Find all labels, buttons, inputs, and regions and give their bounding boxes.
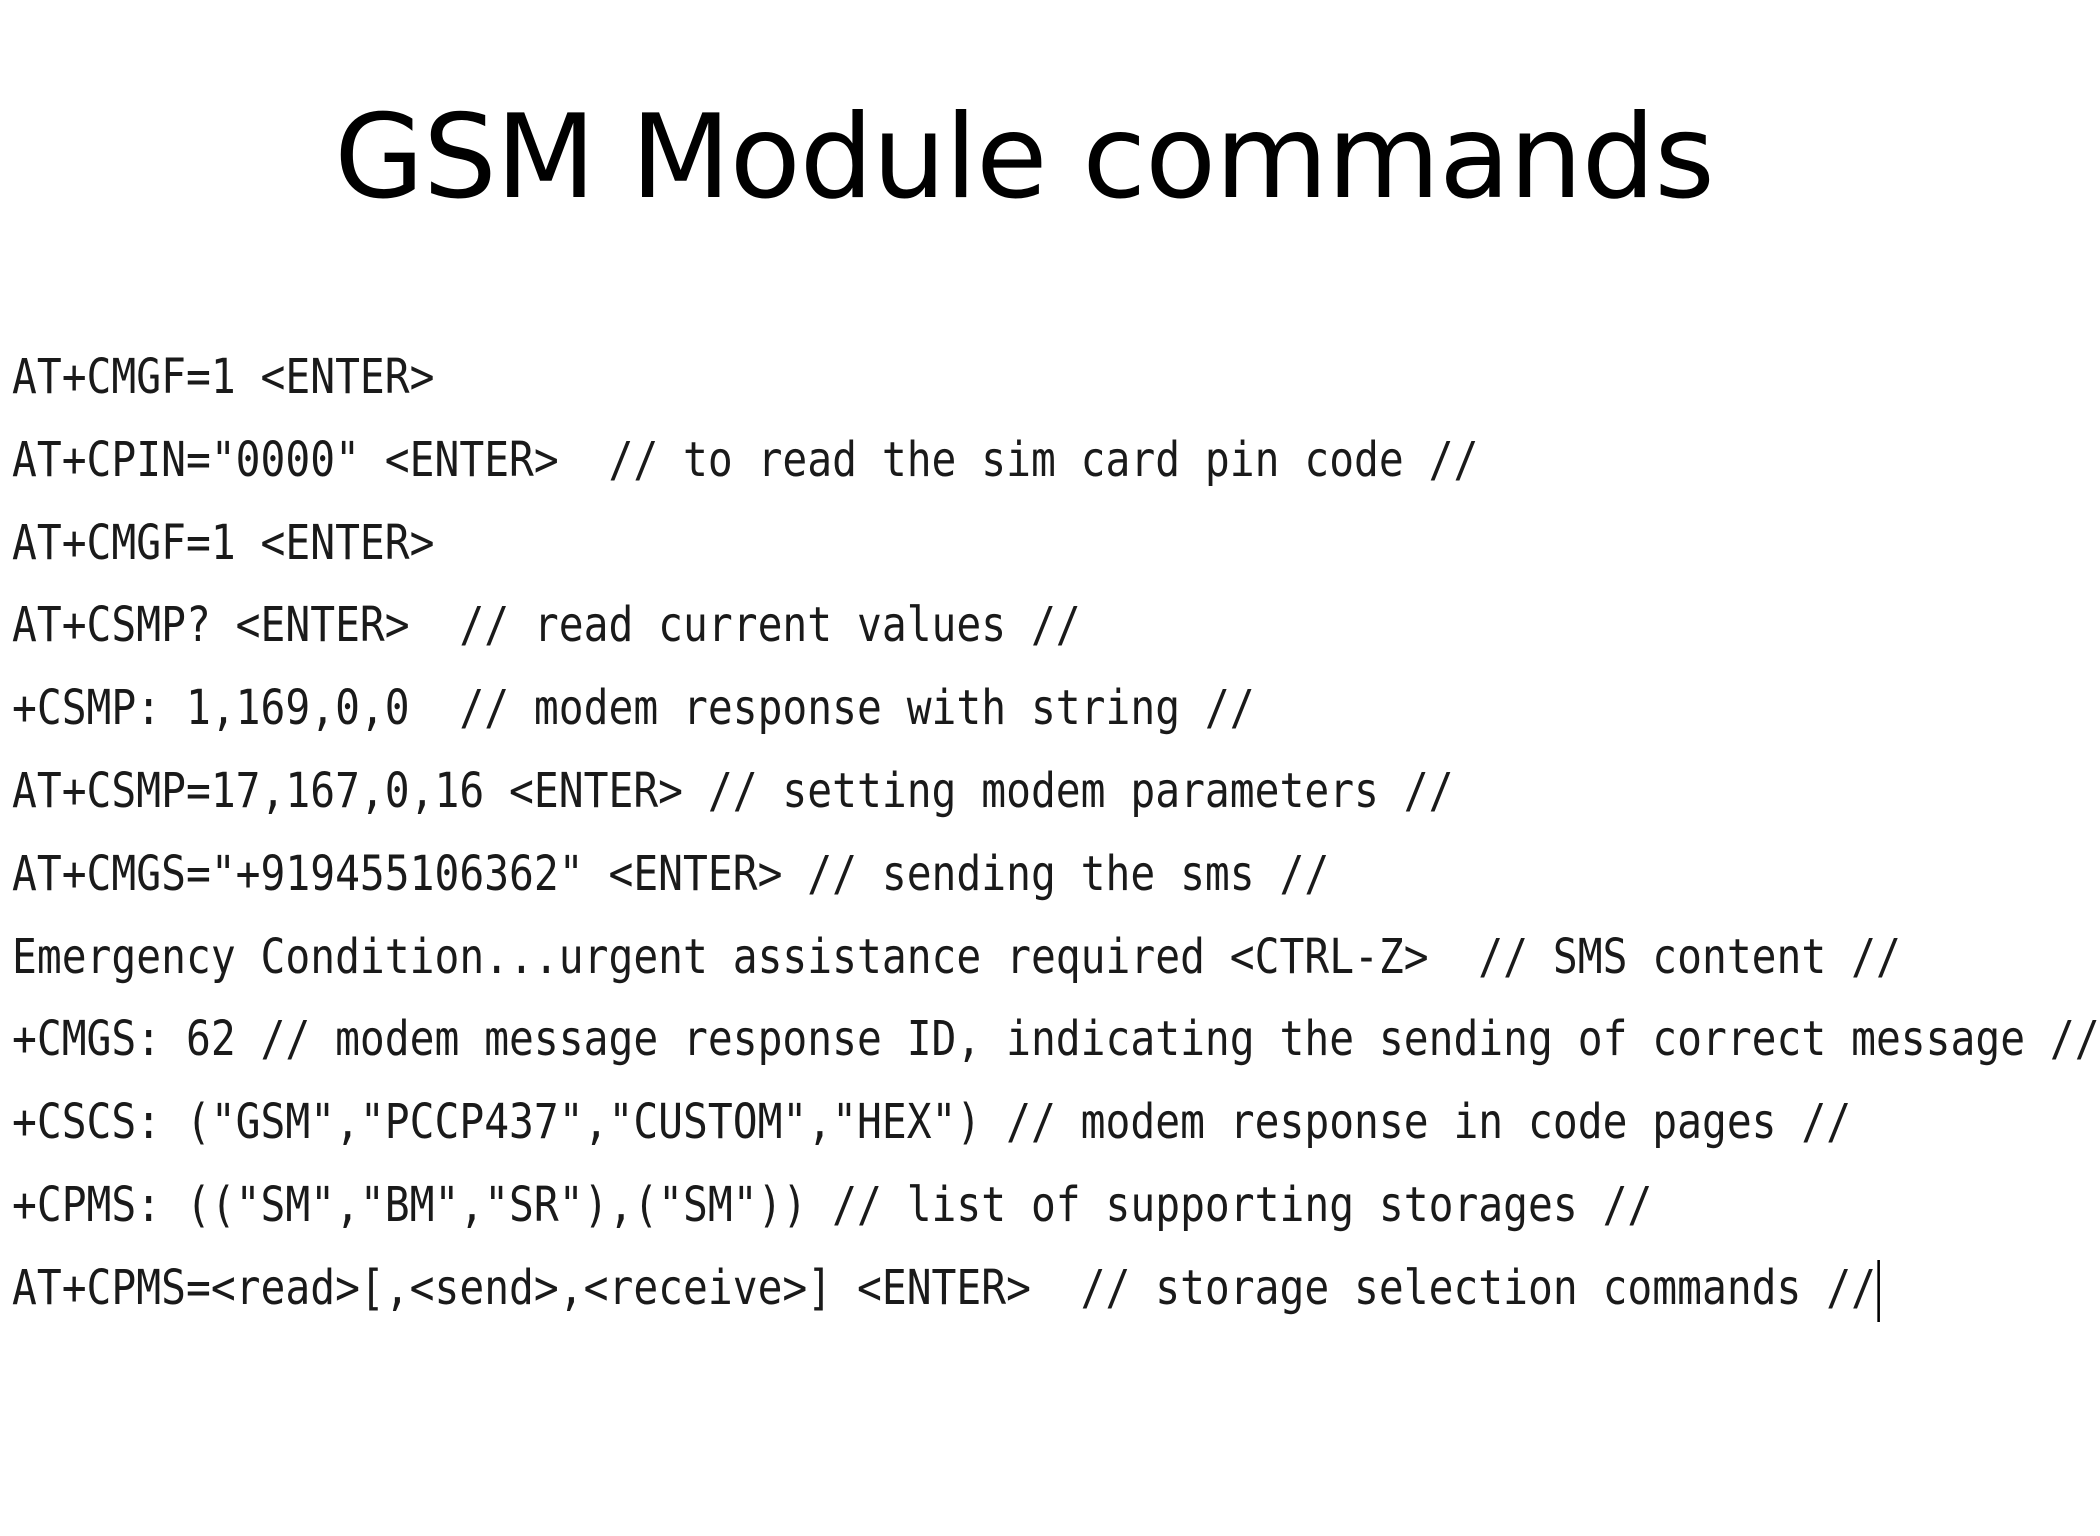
command-line-12: AT+CPMS=<read>[,<send>,<receive>] <ENTER… <box>12 1247 1881 1330</box>
command-line-4: AT+CSMP? <ENTER> // read current values … <box>12 597 1081 654</box>
command-line-8: Emergency Condition...urgent assistance … <box>12 928 1901 985</box>
text-caret <box>1877 1259 1881 1322</box>
command-line-10: +CSCS: ("GSM","PCCP437","CUSTOM","HEX") … <box>12 1094 1852 1151</box>
command-line-1: AT+CMGF=1 <ENTER> <box>12 349 435 405</box>
command-list: AT+CMGF=1 <ENTER> AT+CPIN="0000" <ENTER>… <box>12 336 2100 1330</box>
slide-title: GSM Module commands <box>334 90 1715 225</box>
command-line-2: AT+CPIN="0000" <ENTER> // to read the si… <box>12 431 1479 488</box>
command-line-5: +CSMP: 1,169,0,0 // modem response with … <box>12 680 1255 737</box>
command-line-9: +CMGS: 62 // modem message response ID, … <box>12 1011 2100 1068</box>
command-line-3: AT+CMGF=1 <ENTER> <box>12 514 435 571</box>
command-line-6: AT+CSMP=17,167,0,16 <ENTER> // setting m… <box>12 762 1454 819</box>
command-line-7: AT+CMGS="+919455106362" <ENTER> // sendi… <box>12 845 1330 902</box>
command-line-11: +CPMS: (("SM","BM","SR"),("SM")) // list… <box>12 1176 1653 1233</box>
slide: GSM Module commands AT+CMGF=1 <ENTER> AT… <box>12 90 2100 1330</box>
command-line-12-text: AT+CPMS=<read>[,<send>,<receive>] <ENTER… <box>12 1259 1876 1316</box>
